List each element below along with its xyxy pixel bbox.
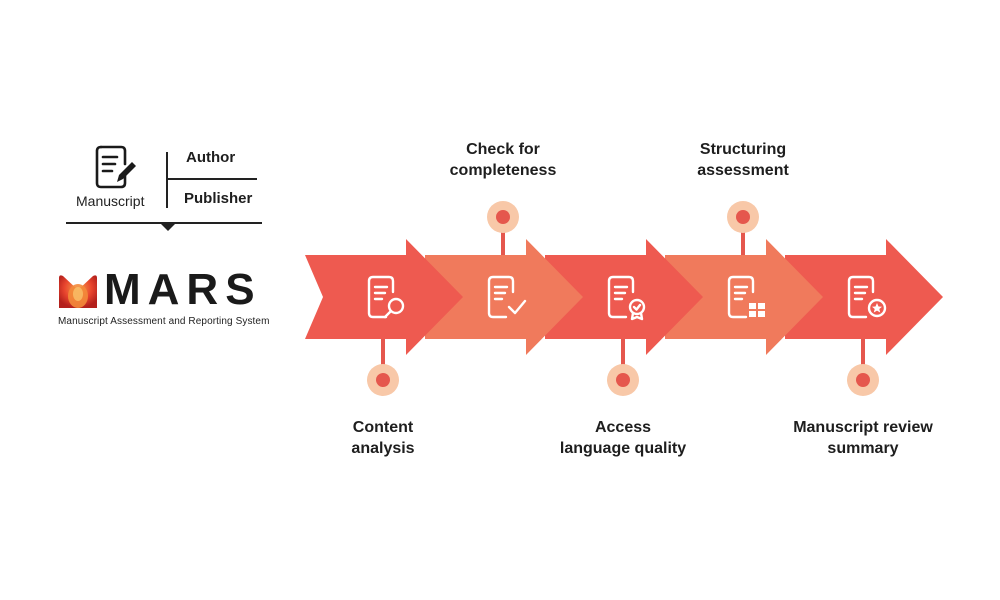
divider-roles: [166, 178, 257, 180]
step-node: [616, 373, 630, 387]
step-arrow: [545, 239, 703, 355]
document-search-icon: [367, 275, 405, 319]
step-node: [376, 373, 390, 387]
mars-logo-mark-icon: [59, 275, 97, 308]
document-grid-icon: [727, 275, 765, 319]
document-pen-icon: [95, 145, 136, 189]
document-badge-icon: [607, 275, 646, 321]
step-node: [856, 373, 870, 387]
role-author: Author: [186, 149, 236, 166]
role-publisher: Publisher: [184, 190, 253, 207]
step-arrow: [305, 239, 463, 355]
step-arrow: [785, 239, 943, 355]
step-arrow: [425, 239, 583, 355]
logo-wordmark: MARS: [104, 265, 262, 314]
document-star-icon: [847, 275, 887, 319]
step-arrow: [665, 239, 823, 355]
step-label: Access language quality: [559, 419, 687, 457]
step-label: Content analysis: [351, 419, 415, 457]
chevron-down-icon: [160, 223, 176, 231]
step-label: Structuring assessment: [697, 141, 789, 179]
divider-vertical: [166, 152, 168, 208]
step-node: [496, 210, 510, 224]
step-node: [736, 210, 750, 224]
logo-subtitle: Manuscript Assessment and Reporting Syst…: [58, 316, 270, 327]
step-label: Check for completeness: [449, 141, 557, 179]
manuscript-label: Manuscript: [76, 193, 145, 209]
divider-bottom: [66, 222, 262, 224]
document-check-icon: [487, 275, 527, 319]
step-label: Manuscript review summary: [793, 419, 933, 457]
